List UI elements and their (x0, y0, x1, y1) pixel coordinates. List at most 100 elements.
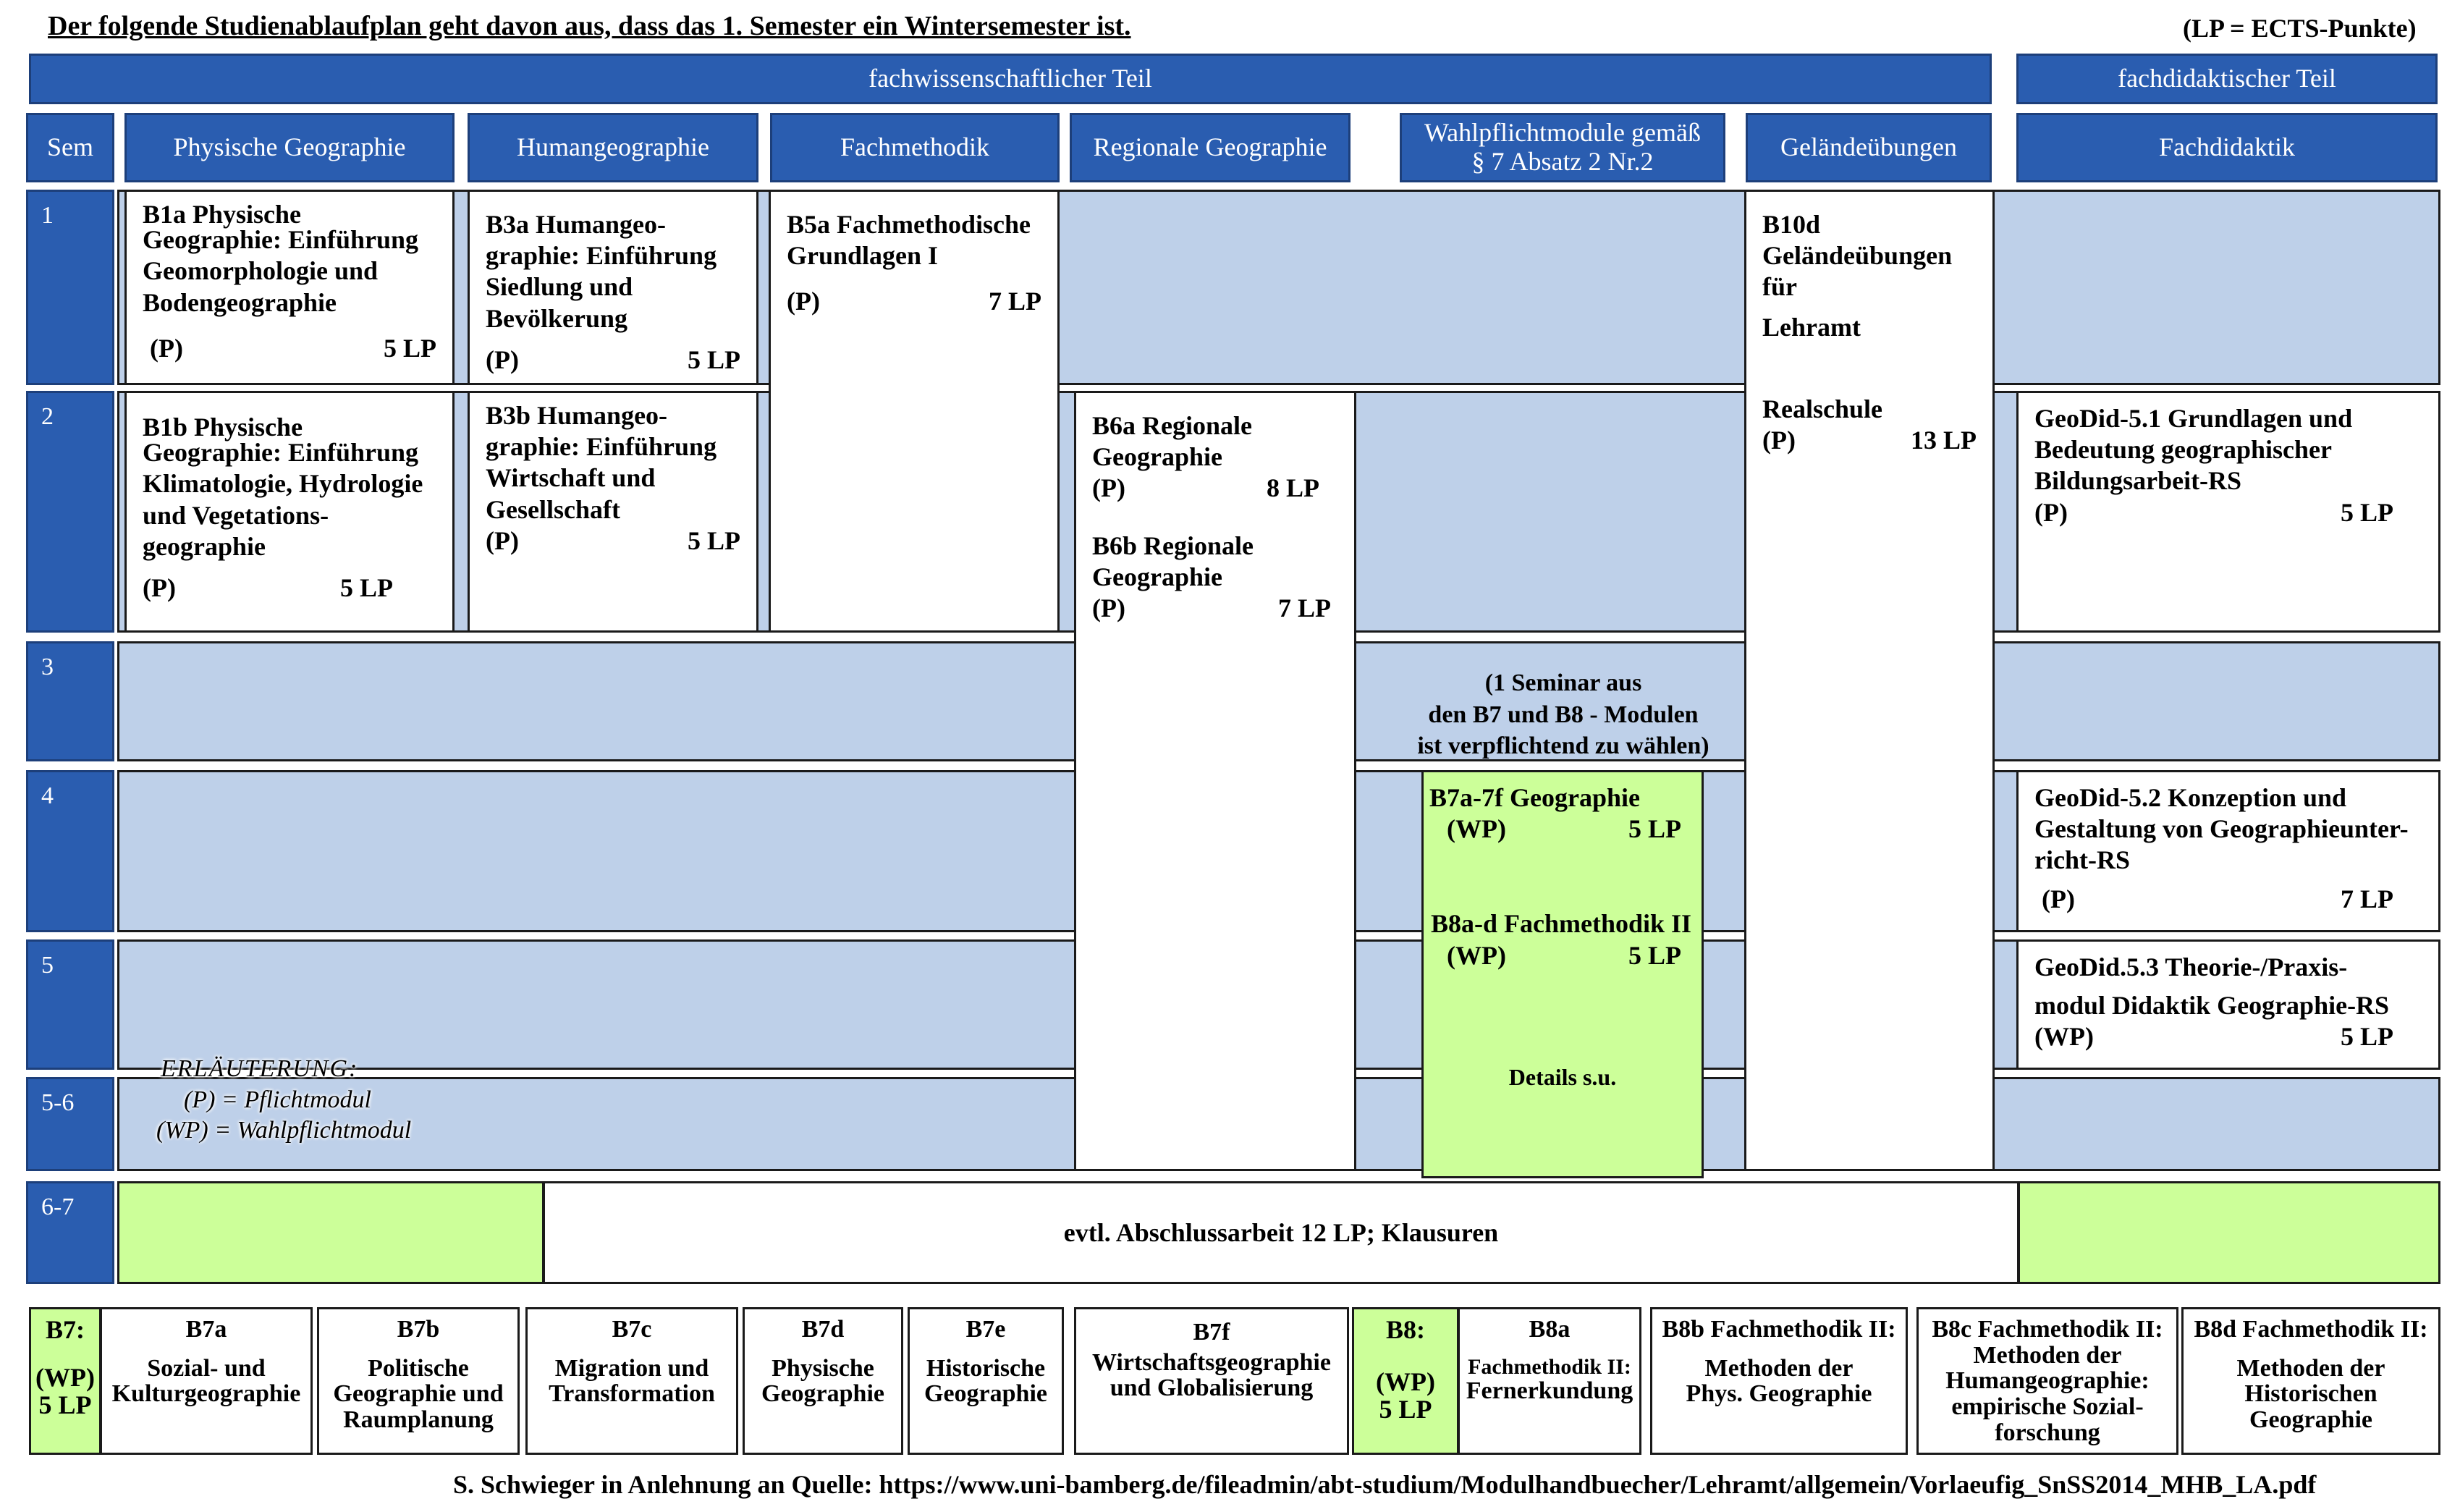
b8-wp: (WP) (1376, 1367, 1435, 1396)
details-note: Details s.u. (1508, 1063, 1617, 1090)
b7e-s2: Geographie (924, 1380, 1047, 1408)
geodid52-l1: GeoDid-5.2 Konzeption und (2034, 783, 2347, 812)
module-b10d: B10d Geländeübungen für Lehramt Realschu… (1744, 190, 1995, 1171)
b6a-l1: B6a Regionale (1092, 411, 1252, 440)
b7c-s2: Transformation (549, 1380, 715, 1408)
b1b-l4: und Vegetations- (143, 500, 329, 530)
legend-p: (P) = Pflichtmodul (184, 1086, 372, 1113)
b8b-s2: Phys. Geographie (1686, 1380, 1872, 1408)
col-fachdidaktik: Fachdidaktik (2016, 113, 2438, 182)
abschluss-cell: evtl. Abschlussarbeit 12 LP; Klausuren (543, 1181, 2019, 1284)
b7d-s2: Geographie (761, 1380, 884, 1408)
b8c-title: B8c Fachmethodik II: (1932, 1316, 2163, 1343)
b1a-type: (P) (150, 333, 183, 363)
b10d-lp: 13 LP (1910, 425, 1977, 455)
b7e-title: B7e (965, 1316, 1006, 1343)
b5a-lp: 7 LP (988, 287, 1041, 316)
intro-text: Der folgende Studienablaufplan geht davo… (48, 11, 1131, 41)
b7b-title: B7b (397, 1316, 440, 1343)
b7b-s3: Raumplanung (343, 1406, 494, 1434)
b10d-l4: Lehramt (1762, 312, 1861, 342)
b8d-title: B8d Fachmethodik II: (2194, 1316, 2428, 1343)
seminar-note-l3: ist verpflichtend zu wählen) (1417, 732, 1709, 760)
b8b-title: B8b Fachmethodik II: (1662, 1316, 1896, 1343)
b8-type: (WP) (1447, 940, 1506, 970)
b7d-s1: Physische (772, 1354, 874, 1382)
b6b-lp: 7 LP (1277, 593, 1331, 622)
b3b-l1: B3b Humangeo- (486, 401, 668, 430)
b3a-l2: graphie: Einführung (486, 241, 717, 271)
sem-5: 5 (26, 939, 114, 1070)
b7b-cell: B7b Politische Geographie und Raumplanun… (317, 1307, 520, 1455)
b7-label: B7: (46, 1315, 85, 1344)
b6a-l2: Geographie (1092, 442, 1222, 472)
abschluss-text: evtl. Abschlussarbeit 12 LP; Klausuren (1063, 1218, 1499, 1247)
module-b7-b8: B7a-7f Geographie (WP) 5 LP B8a-d Fachme… (1421, 770, 1704, 1178)
b7a-title: B7a (185, 1316, 227, 1343)
b7c-s1: Migration und (554, 1354, 709, 1382)
b7e-s1: Historische (926, 1354, 1046, 1382)
b7a-cell: B7a Sozial- und Kulturgeographie (100, 1307, 313, 1455)
b8-group-label: B8: (WP) 5 LP (1352, 1307, 1459, 1455)
b1b-l1: B1b Physische (143, 413, 303, 442)
geodid53-lp: 5 LP (2340, 1022, 2393, 1052)
geodid51-l3: Bildungsarbeit-RS (2034, 466, 2242, 496)
sem-5-6: 5-6 (26, 1077, 114, 1171)
b6a-type: (P) (1092, 473, 1125, 503)
b8-lp-label: 5 LP (1379, 1394, 1432, 1424)
row-band-1 (117, 190, 2440, 385)
b1b-l3: Klimatologie, Hydrologie (143, 469, 423, 499)
section-fachdidaktisch: fachdidaktischer Teil (2016, 54, 2438, 104)
geodid52-lp: 7 LP (2340, 884, 2393, 913)
sem-6-7: 6-7 (26, 1181, 114, 1284)
module-b5a: B5a Fachmethodische Grundlagen I (P) 7 L… (769, 190, 1060, 633)
legend-wp: (WP) = Wahlpflichtmodul (156, 1117, 412, 1144)
geodid51-l2: Bedeutung geographischer (2034, 435, 2333, 465)
b1a-l3: Geomorphologie und (143, 256, 379, 286)
row-6-7-green-left (117, 1181, 544, 1284)
b6b-l2: Geographie (1092, 562, 1222, 591)
b6b-l1: B6b Regionale (1092, 531, 1254, 560)
b8a-title: B8a (1529, 1316, 1571, 1343)
b7e-cell: B7e Historische Geographie (908, 1307, 1064, 1455)
b8-label: B8: (1386, 1315, 1425, 1344)
b1a-l2: Geographie: Einführung (143, 225, 419, 255)
b7b-s1: Politische (368, 1354, 469, 1382)
geodid53-l1: GeoDid.5.3 Theorie-/Praxis- (2034, 953, 2348, 981)
b1b-lp: 5 LP (339, 573, 393, 602)
geodid51-l1: GeoDid-5.1 Grundlagen und (2034, 404, 2353, 433)
b8d-s1: Methoden der (2236, 1354, 2385, 1382)
b3a-l1: B3a Humangeo- (486, 210, 667, 239)
module-geodid52: GeoDid-5.2 Konzeption und Gestaltung von… (2016, 770, 2440, 932)
b8c-s4: forschung (1995, 1419, 2100, 1446)
b7c-title: B7c (612, 1316, 652, 1343)
geodid51-type: (P) (2034, 497, 2068, 527)
geodid53-type: (WP) (2034, 1022, 2094, 1052)
col-physisch: Physische Geographie (124, 113, 455, 182)
source-line: S. Schwieger in Anlehnung an Quelle: htt… (453, 1470, 2317, 1499)
b7b-s2: Geographie und (333, 1380, 504, 1408)
b1a-l4: Bodengeographie (143, 287, 337, 317)
b10d-l3: für (1762, 272, 1797, 302)
b1b-l2: Geographie: Einführung (143, 438, 419, 468)
b8a-s1: Fachmethodik II: (1468, 1354, 1631, 1379)
b3b-l4: Gesellschaft (486, 494, 620, 524)
seminar-note: (1 Seminar aus den B7 und B8 - Modulen i… (1390, 667, 1737, 762)
geodid52-l2: Gestaltung von Geographieunter- (2034, 814, 2409, 844)
sem-2: 2 (26, 391, 114, 633)
b7-lp: 5 LP (1628, 814, 1681, 844)
geodid51-lp: 5 LP (2340, 497, 2393, 527)
b5a-type: (P) (787, 287, 820, 316)
b6a-lp: 8 LP (1266, 473, 1319, 503)
b8c-cell: B8c Fachmethodik II: Methoden der Humang… (1916, 1307, 2178, 1455)
b7a-s2: Kulturgeographie (111, 1380, 301, 1408)
legend: ERLÄUTERUNG: (P) = Pflichtmodul (WP) = W… (156, 1054, 411, 1146)
b10d-l5: Realschule (1762, 394, 1882, 423)
geodid52-l3: richt-RS (2034, 845, 2130, 875)
sem-1: 1 (26, 190, 114, 385)
b7-title: B7a-7f Geographie (1429, 783, 1640, 812)
col-fachmethodik: Fachmethodik (770, 113, 1060, 182)
b8c-s3: empirische Sozial- (1951, 1393, 2144, 1421)
module-geodid51: GeoDid-5.1 Grundlagen und Bedeutung geog… (2016, 391, 2440, 633)
b1a-l1: B1a Physische (143, 200, 302, 229)
